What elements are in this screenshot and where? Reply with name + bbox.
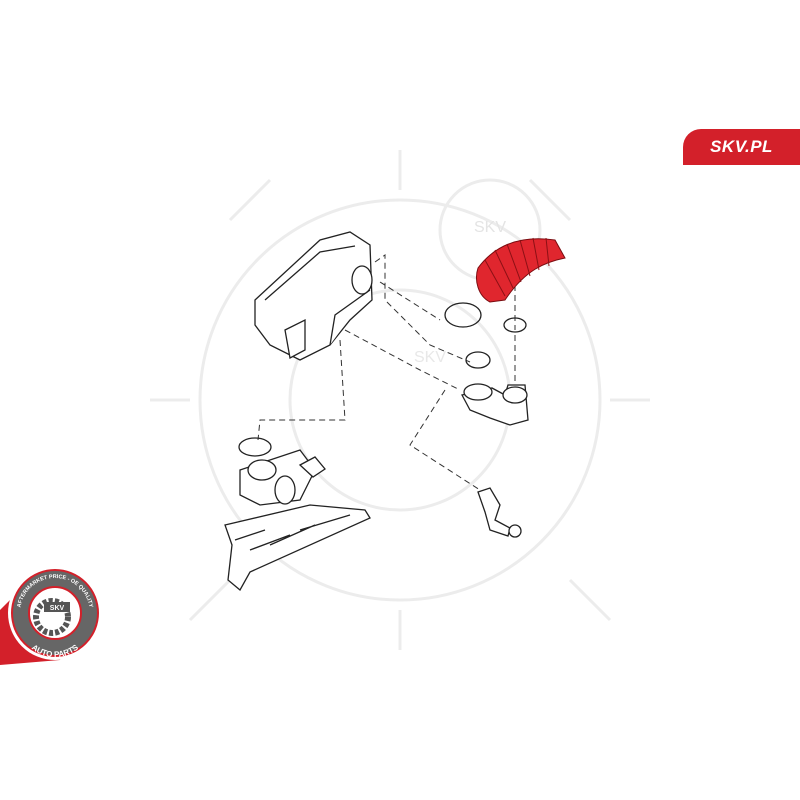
air-filter-housing (254, 231, 373, 361)
intake-hose-highlighted (476, 237, 566, 303)
watermark-text: SKV (474, 219, 506, 236)
brand-site-label: SKV.PL (683, 129, 800, 165)
hose-clamps (238, 302, 527, 457)
watermark-text: SKV (414, 349, 446, 366)
intake-manifold (224, 449, 371, 592)
seal-center-text: SKV (50, 605, 65, 612)
breather-hose (477, 487, 522, 538)
air-flow-elbow (461, 383, 529, 426)
watermark-gear-icon (150, 150, 650, 650)
skv-auto-parts-seal: SKV AFTERMARKET PRICE - OE QUALITY AUTO … (0, 566, 102, 665)
